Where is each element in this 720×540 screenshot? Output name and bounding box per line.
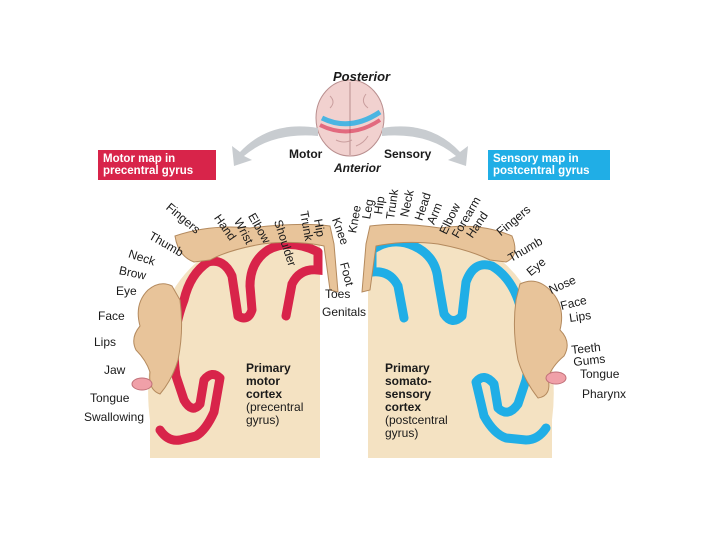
motor-cortex-sub-1: (precentral: [246, 400, 304, 414]
sensory-label-gums: Gums: [572, 351, 606, 369]
motor-label-swallowing: Swallowing: [84, 410, 145, 424]
motor-cortex-section: [148, 230, 323, 458]
motor-label-lips: Lips: [94, 335, 117, 349]
sensory-cortex-title-3: sensory: [385, 387, 432, 401]
motor-label: Motor: [289, 147, 323, 161]
sensory-homunculus: [361, 223, 568, 399]
motor-cortex-title-1: Primary: [246, 361, 291, 375]
brain-top-view: [315, 79, 385, 157]
motor-cortex-title-2: motor: [246, 374, 280, 388]
sensory-label-pharynx: Pharynx: [582, 387, 627, 401]
motor-map-box: Motor map in precentral gyrus: [98, 150, 216, 180]
motor-cortex-sub-2: gyrus): [246, 413, 280, 427]
motor-label-face: Face: [98, 309, 125, 323]
anterior-label: Anterior: [334, 161, 381, 175]
sensory-map-box: Sensory map in postcentral gyrus: [488, 150, 610, 180]
sensory-cortex-sub-1: (postcentral: [385, 413, 448, 427]
motor-cortex-caption: Primary motor cortex (precentral gyrus): [246, 362, 303, 427]
motor-homunculus: [131, 223, 339, 395]
sensory-label: Sensory: [384, 147, 432, 161]
sensory-label-lips: Lips: [568, 308, 592, 325]
motor-label-eye: Eye: [116, 284, 137, 298]
posterior-label: Posterior: [333, 69, 391, 84]
motor-label-jaw: Jaw: [104, 363, 126, 377]
sensory-cortex-sub-2: gyrus): [385, 426, 419, 440]
motor-label-tongue: Tongue: [90, 391, 130, 405]
sensory-label-tongue: Tongue: [580, 367, 620, 381]
orientation-arrows: [232, 126, 468, 166]
motor-cortex-title-3: cortex: [246, 387, 283, 401]
sensory-map-line2: postcentral gyrus: [493, 165, 590, 177]
sensory-cortex-title-1: Primary: [385, 361, 430, 375]
sensory-label-genitals: Genitals: [322, 305, 367, 319]
sensory-map-line1: Sensory map in: [493, 153, 579, 165]
motor-map-line2: precentral gyrus: [103, 165, 194, 177]
motor-map-line1: Motor map in: [103, 153, 176, 165]
sensory-cortex-title-2: somato-: [385, 374, 432, 388]
motor-label-toes: Toes: [325, 287, 351, 301]
sensory-cortex-caption: Primary somato- sensory cortex (postcent…: [385, 362, 448, 440]
sensory-cortex-title-4: cortex: [385, 400, 422, 414]
